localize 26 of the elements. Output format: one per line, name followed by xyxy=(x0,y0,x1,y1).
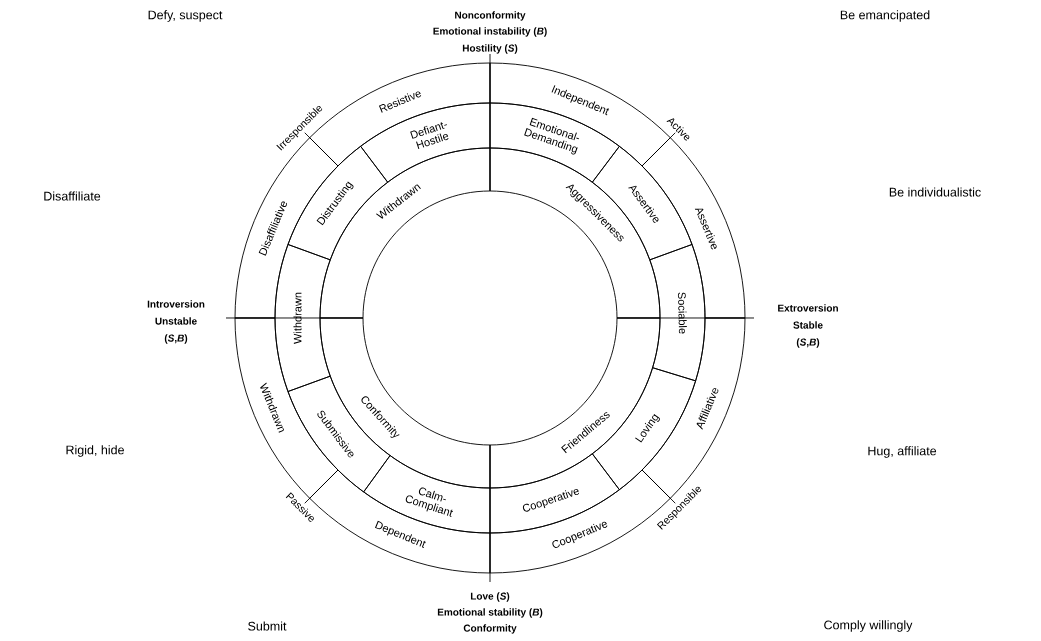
corner-label: Submit xyxy=(248,621,287,631)
corner-label: Comply willingly xyxy=(824,620,913,632)
axis-label: Introversion xyxy=(147,300,205,308)
axis-label: (S,B) xyxy=(164,334,188,344)
tick-line xyxy=(641,469,676,504)
axis-label: Extroversion xyxy=(778,304,838,312)
ring-segment: Withdrawn xyxy=(274,244,331,392)
axis-label: Love (S) xyxy=(470,592,510,602)
axis-label: Stable xyxy=(793,321,823,329)
axis-label: Hostility (S) xyxy=(462,44,518,54)
ring-segment: Sociable xyxy=(649,244,706,382)
axis-label: Nonconformity xyxy=(455,11,526,21)
axis-label: Emotional instability (B) xyxy=(433,27,547,37)
axis-label: Conformity xyxy=(463,624,517,634)
axis-label: Unstable xyxy=(155,317,197,325)
axis-label: (S,B) xyxy=(796,338,820,348)
corner-label: Disaffiliate xyxy=(44,191,101,201)
corner-label: Be individualistic xyxy=(889,187,981,197)
corner-label: Hug, affiliate xyxy=(868,446,937,458)
tick-line xyxy=(304,469,339,504)
tick-line xyxy=(304,132,339,167)
corner-label: Rigid, hide xyxy=(66,445,124,457)
corner-label: Be emancipated xyxy=(840,10,930,22)
tick-line xyxy=(641,132,676,167)
corner-label: Defy, suspect xyxy=(148,10,223,22)
axis-label: Emotional stability (B) xyxy=(437,608,543,618)
